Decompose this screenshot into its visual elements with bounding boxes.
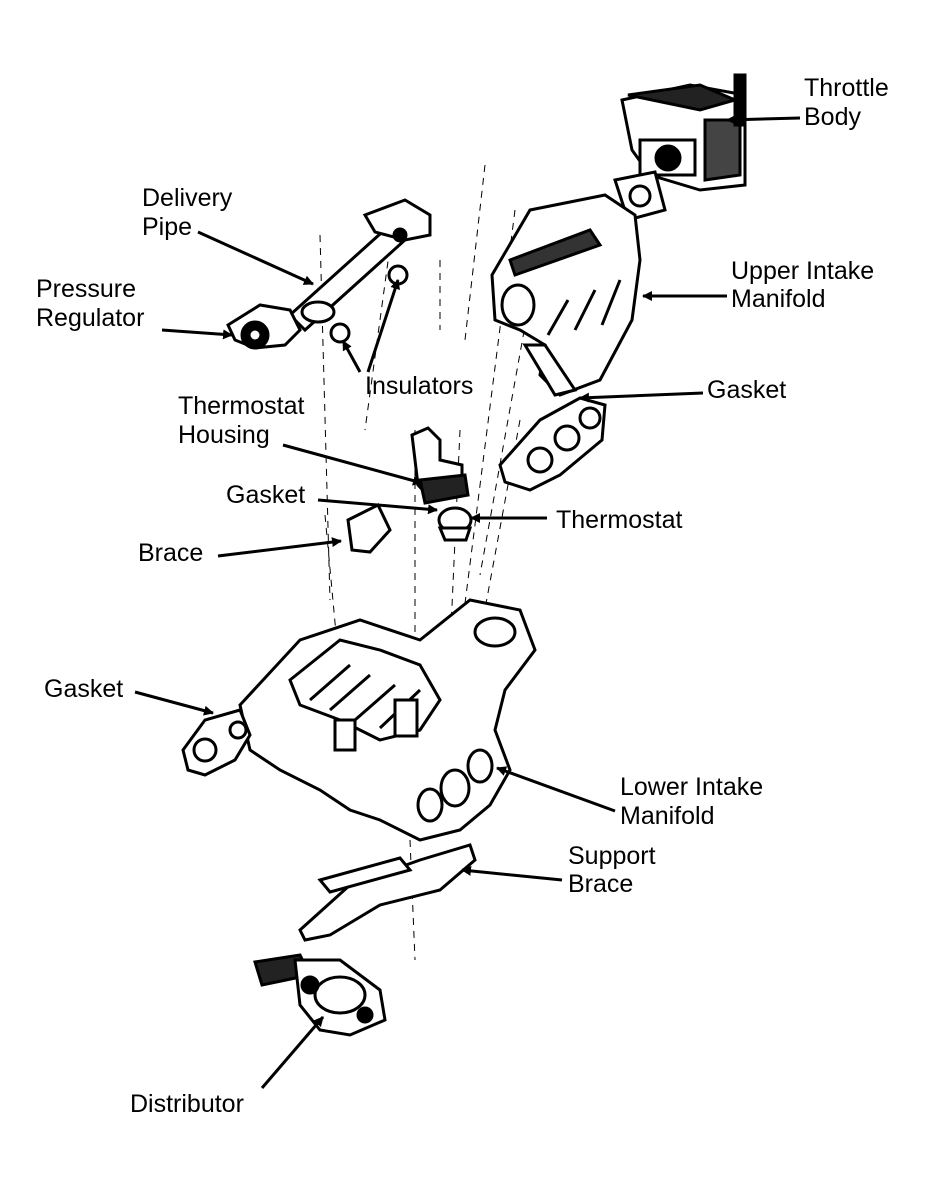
label-throttle-body-2: Body xyxy=(804,103,861,131)
label-insulators: Insulators xyxy=(365,372,474,400)
label-lower-intake-manifold-2: Manifold xyxy=(620,802,715,830)
left-gasket-part xyxy=(181,708,252,777)
label-thermostat: Thermostat xyxy=(556,506,683,534)
label-lower-intake-manifold-1: Lower Intake xyxy=(620,773,764,801)
label-gasket-left: Gasket xyxy=(44,675,124,703)
label-thermostat-housing-1: Thermostat xyxy=(178,392,305,420)
label-delivery-pipe-1: Delivery xyxy=(142,184,233,212)
label-support-brace-1: Support xyxy=(568,842,656,870)
thermostat-part xyxy=(437,506,473,542)
lower-intake-manifold-part xyxy=(238,598,537,842)
label-gasket-thermostat: Gasket xyxy=(226,481,306,509)
label-gasket-upper: Gasket xyxy=(707,376,787,404)
upper-gasket-part xyxy=(498,396,607,492)
delivery-pipe-part xyxy=(287,198,432,333)
label-pressure-regulator-1: Pressure xyxy=(36,275,137,303)
label-brace: Brace xyxy=(138,539,204,567)
label-upper-intake-manifold-1: Upper Intake xyxy=(731,257,875,285)
thermostat-housing-part xyxy=(410,426,470,505)
label-upper-intake-manifold-2: Manifold xyxy=(731,285,826,313)
label-thermostat-housing-2: Housing xyxy=(178,421,270,449)
throttle-body-part xyxy=(620,73,747,192)
label-throttle-body-1: Throttle xyxy=(804,74,889,102)
label-delivery-pipe-2: Pipe xyxy=(142,213,193,241)
upper-intake-manifold-part xyxy=(490,193,642,397)
distributor-part xyxy=(253,953,387,1037)
label-support-brace-2: Brace xyxy=(568,870,634,898)
support-brace-part xyxy=(298,843,477,942)
label-pressure-regulator-2: Regulator xyxy=(36,304,145,332)
brace-part xyxy=(346,502,392,554)
label-distributor: Distributor xyxy=(130,1090,244,1118)
pressure-regulator-part xyxy=(226,303,302,350)
leader-lines xyxy=(134,114,801,1089)
